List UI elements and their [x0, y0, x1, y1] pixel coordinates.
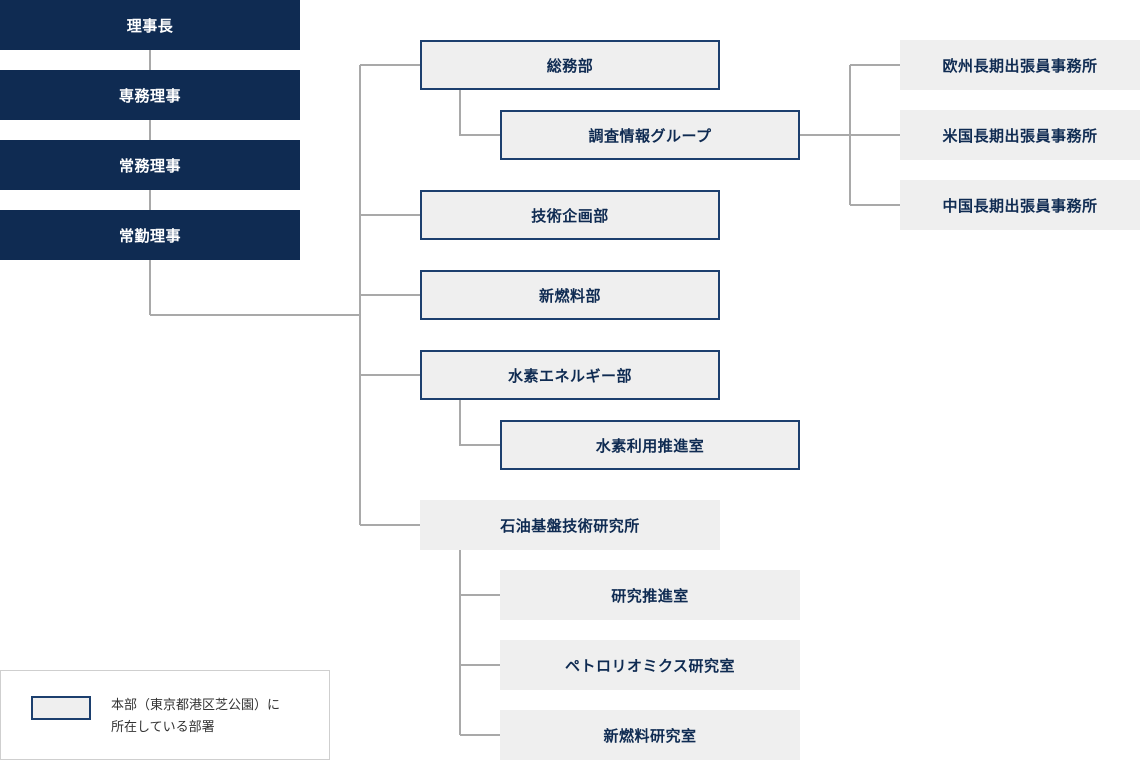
box-managing-director: 常務理事 [0, 140, 300, 190]
label-petroleomics-lab: ペトロリオミクス研究室 [564, 656, 736, 675]
label-senior-managing-director: 専務理事 [118, 86, 181, 105]
box-office-usa: 米国長期出張員事務所 [900, 110, 1140, 160]
label-new-fuels: 新燃料部 [538, 286, 601, 305]
label-chairman: 理事長 [126, 16, 174, 35]
box-chairman: 理事長 [0, 0, 300, 50]
box-tech-planning: 技術企画部 [420, 190, 720, 240]
legend-line-2: 所在している部署 [111, 720, 215, 735]
legend: 本部（東京都港区芝公園）に 所在している部署 [0, 670, 330, 760]
box-research-promotion: 研究推進室 [500, 570, 800, 620]
label-tech-planning: 技術企画部 [531, 206, 609, 225]
label-managing-director: 常務理事 [118, 156, 181, 175]
label-hydrogen-promotion: 水素利用推進室 [595, 436, 705, 455]
connector-research-info [459, 90, 500, 136]
box-new-fuels-lab: 新燃料研究室 [500, 710, 800, 760]
box-hydrogen-energy: 水素エネルギー部 [420, 350, 720, 400]
box-hydrogen-promotion: 水素利用推進室 [500, 420, 800, 470]
box-new-fuels: 新燃料部 [420, 270, 720, 320]
label-hydrogen-energy: 水素エネルギー部 [507, 366, 632, 385]
label-research-info-group: 調査情報グループ [588, 126, 712, 145]
box-office-europe: 欧州長期出張員事務所 [900, 40, 1140, 90]
legend-text: 本部（東京都港区芝公園）に 所在している部署 [111, 695, 316, 739]
label-new-fuels-lab: 新燃料研究室 [603, 726, 697, 745]
box-petroleomics-lab: ペトロリオミクス研究室 [500, 640, 800, 690]
label-general-affairs: 総務部 [546, 56, 594, 75]
legend-line-1: 本部（東京都港区芝公園）に [111, 698, 281, 713]
legend-swatch-hq [31, 696, 91, 720]
label-office-europe: 欧州長期出張員事務所 [942, 56, 1098, 75]
label-research-institute: 石油基盤技術研究所 [500, 516, 640, 535]
label-research-promotion: 研究推進室 [611, 586, 689, 605]
box-general-affairs: 総務部 [420, 40, 720, 90]
label-full-time-director: 常勤理事 [118, 226, 181, 245]
label-office-usa: 米国長期出張員事務所 [942, 126, 1098, 145]
box-research-institute: 石油基盤技術研究所 [420, 500, 720, 550]
label-office-china: 中国長期出張員事務所 [942, 196, 1098, 215]
box-research-info-group: 調査情報グループ [500, 110, 800, 160]
box-full-time-director: 常勤理事 [0, 210, 300, 260]
box-office-china: 中国長期出張員事務所 [900, 180, 1140, 230]
connector-hydrogen-promotion [459, 400, 500, 446]
box-senior-managing-director: 専務理事 [0, 70, 300, 120]
